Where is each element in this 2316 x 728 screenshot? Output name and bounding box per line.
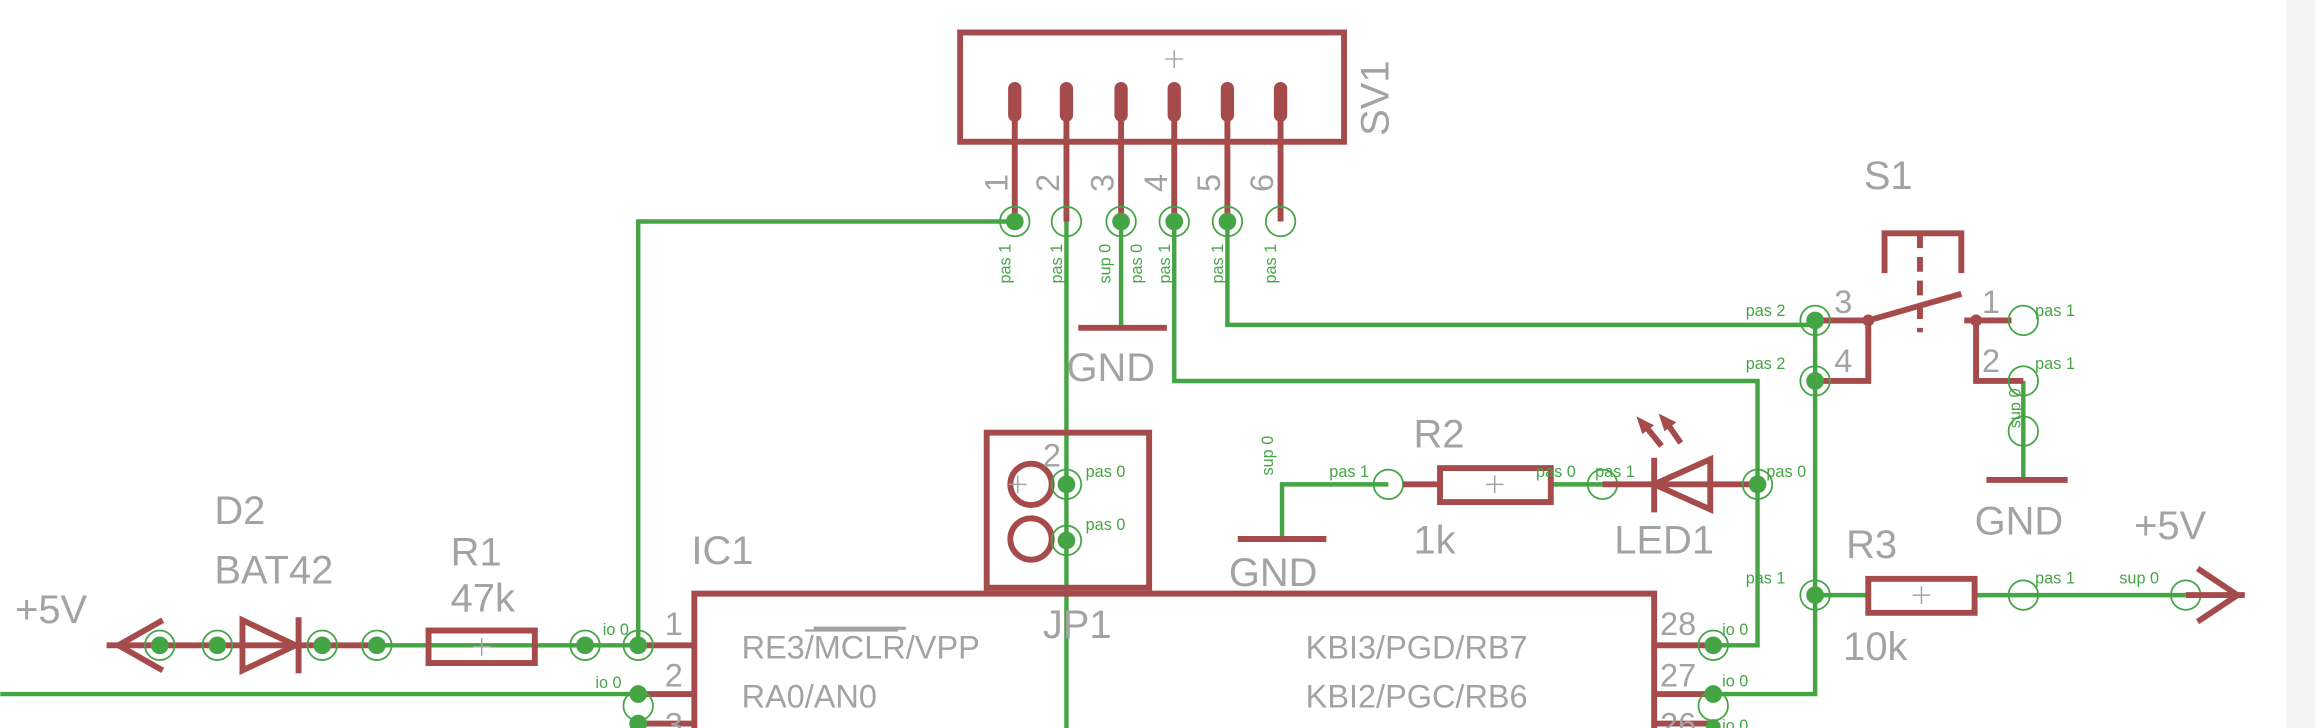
pin-number: 3 [1834, 284, 1852, 320]
pin-type: pas 2 [1746, 355, 1786, 373]
pin-number: 2 [665, 658, 683, 694]
pin-number: 26 [1660, 706, 1696, 728]
pin-function-2: RA0/AN0 [742, 678, 877, 714]
pin-type: io 0 [1722, 621, 1748, 639]
jumper-label: JP1 [1043, 603, 1112, 647]
diode-name: D2 [214, 489, 265, 533]
wire-rb6-switch[interactable] [1225, 221, 1816, 328]
pin-number: 2 [1043, 438, 1061, 474]
pin-type: pas 1 [1329, 463, 1369, 481]
gnd-symbol-s1[interactable]: GND [1975, 476, 2068, 544]
resistor-name: R3 [1846, 523, 1897, 567]
header-sv1[interactable]: SV1 1 2 3 4 5 6 pas 1 pas 1 sup 0 pas 0 … [957, 29, 1397, 284]
gnd-label: GND [1975, 500, 2064, 544]
pin-number: 6 [1244, 174, 1280, 192]
pin-type: pas 1 [1595, 463, 1635, 481]
pin-type: io 0 [1722, 717, 1748, 728]
pin-type: pas 1 [2035, 302, 2075, 320]
pin-number: 4 [1138, 174, 1174, 192]
switch-label: S1 [1864, 154, 1913, 198]
pin-function-28: KBI3/PGD/RB7 [1306, 630, 1528, 666]
gnd-label: GND [1066, 346, 1155, 390]
wire-gnd-r2[interactable] [1279, 482, 1389, 539]
resistor-value: 10k [1843, 625, 1907, 669]
pin-type: pas 1 [1048, 244, 1066, 284]
resistor-name: R2 [1413, 412, 1464, 456]
pin-number: 4 [1834, 343, 1852, 379]
led-led1[interactable]: pas 1 pas 0 LED1 [1586, 413, 1806, 563]
pin-type: pas 1 [996, 244, 1014, 284]
pin-number: 28 [1660, 606, 1696, 642]
pin-type: pas 1 [2035, 569, 2075, 587]
pin-function-27: KBI2/PGC/RB6 [1306, 678, 1528, 714]
pin-type: pas 0 [1536, 463, 1576, 481]
pin-type: pas 1 [2035, 355, 2075, 373]
pin-number: 3 [665, 706, 683, 728]
supply-label: +5V [2134, 504, 2206, 548]
light-arrows-icon [1636, 413, 1684, 448]
pin-type: pas 1 [1746, 569, 1786, 587]
pin-type: sup 0 [1259, 436, 1277, 476]
ic-label: IC1 [691, 529, 753, 573]
resistor-value: 1k [1413, 519, 1455, 563]
pin-type: sup 0 [2119, 569, 2159, 587]
pin-number: 3 [1085, 174, 1121, 192]
pin-number: 2 [1982, 343, 2000, 379]
supply-5v-right[interactable]: sup 0 +5V [2119, 504, 2245, 625]
pin-type: pas 0 [1086, 463, 1126, 481]
pin-type: io 0 [603, 621, 629, 639]
pin-type: pas 0 [1128, 244, 1146, 284]
pin-number: 2 [1030, 174, 1066, 192]
pin-type: sup 0 [2006, 389, 2024, 429]
header-body [957, 29, 1348, 145]
wire-switch-rb6[interactable] [1713, 320, 1818, 697]
resistor-r1[interactable]: R1 47k [425, 531, 601, 666]
gnd-symbol-sv1[interactable]: GND [1066, 324, 1167, 390]
pin-type: pas 1 [1156, 244, 1174, 284]
resistor-name: R1 [451, 531, 502, 575]
pin-number: 5 [1191, 174, 1227, 192]
pin-function-1: RE3/MCLR/VPP [742, 630, 980, 666]
resistor-r2[interactable]: pas 1 R2 1k pas 0 [1329, 412, 1575, 562]
pin-number: 1 [1982, 284, 2000, 320]
right-edge-shade [2286, 0, 2316, 728]
pin-type: pas 0 [1086, 516, 1126, 534]
header-label: SV1 [1353, 61, 1397, 136]
pin-number: 1 [665, 606, 683, 642]
jumper-jp1[interactable]: 2 pas 0 pas 0 JP1 [983, 429, 1153, 647]
ic-ic1[interactable]: IC1 1 2 3 28 27 26 RE3/MCLR/VPP RA0/AN0 … [595, 529, 1748, 728]
supply-label: +5V [15, 588, 87, 632]
pin-type: sup 0 [1097, 244, 1115, 284]
pin-type: io 0 [595, 674, 621, 692]
pin-number: 27 [1660, 658, 1696, 694]
diode-value: BAT42 [214, 548, 333, 592]
pin-type: pas 1 [1209, 244, 1227, 284]
switch-s1[interactable]: S1 3 4 1 2 pas 2 pas 2 pas 1 pas 1 sup 0 [1746, 154, 2075, 447]
gnd-label: GND [1229, 551, 1318, 595]
pin-type: pas 0 [1766, 463, 1806, 481]
pin-number: 1 [978, 174, 1014, 192]
wire-mclr[interactable] [635, 219, 1015, 646]
diode-d2[interactable]: D2 BAT42 [144, 489, 393, 676]
led-label: LED1 [1614, 519, 1714, 563]
pin-type: pas 1 [1262, 244, 1280, 284]
gnd-symbol-r2[interactable]: sup 0 GND [1229, 436, 1327, 595]
wire-rb7[interactable] [1172, 221, 1760, 648]
pin-type: pas 2 [1746, 302, 1786, 320]
supply-5v-left[interactable]: +5V [15, 588, 165, 673]
resistor-value: 47k [451, 576, 515, 620]
pin-type: io 0 [1722, 673, 1748, 691]
resistor-r3[interactable]: pas 1 R3 10k pas 1 [1746, 523, 2075, 669]
